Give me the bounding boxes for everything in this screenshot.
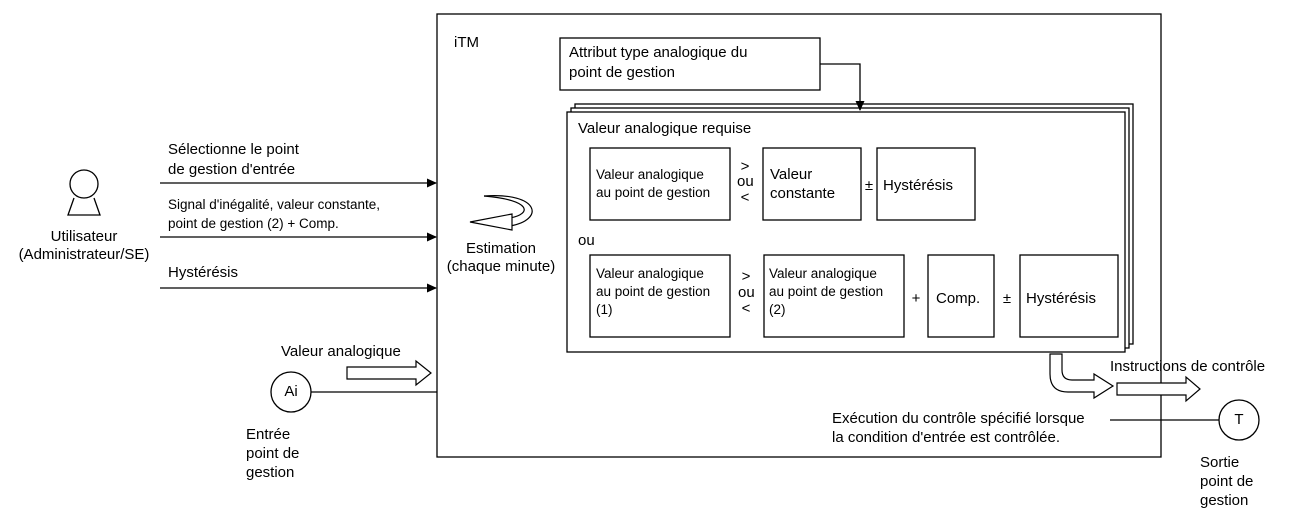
signal-label-line1: Signal d'inégalité, valeur constante, (168, 197, 380, 212)
analog-value-label: Valeur analogique (281, 343, 401, 360)
attribute-box-line2: point de gestion (569, 64, 675, 81)
row2-middle-line3: (2) (769, 302, 786, 317)
attribute-arrow (820, 63, 865, 111)
signal-label-line2: point de gestion (2) + Comp. (168, 216, 339, 231)
row1-right-label: Hystérésis (883, 177, 954, 194)
row2-middle-line2: au point de gestion (769, 284, 884, 299)
ai-circle-label: Ai (284, 383, 298, 400)
output-point-line2: point de (1200, 473, 1254, 490)
analog-value-hollow-arrow (346, 359, 432, 387)
output-point-line1: Sortie (1200, 454, 1240, 471)
output-point-line3: gestion (1200, 492, 1249, 509)
row1-middle-line2: constante (770, 185, 836, 202)
between-rows-ou: ou (578, 232, 595, 249)
row2-ou: ou (738, 284, 755, 301)
estimation-cycle-icon (469, 195, 533, 231)
execution-line1: Exécution du contrôle spécifié lorsque (832, 410, 1085, 427)
row2-lt: < (741, 300, 751, 317)
input-point-line1: Entrée (246, 426, 291, 443)
row1-plus-minus: ± (864, 177, 874, 194)
input-point-line3: gestion (246, 464, 295, 481)
row2-middle-line1: Valeur analogique (769, 266, 877, 281)
required-value-card (566, 111, 1126, 353)
required-value-title: Valeur analogique requise (578, 120, 752, 137)
row2-plus-minus: ± (1002, 290, 1012, 307)
hysteresis-input-label: Hystérésis (168, 264, 239, 281)
row2-right-label: Hystérésis (1026, 290, 1097, 307)
row2-right-box (1019, 254, 1119, 338)
row1-gt: > (740, 158, 750, 175)
row2-left-line3: (1) (596, 302, 613, 317)
user-body-icon (67, 197, 101, 216)
row2-left-line2: au point de gestion (596, 284, 711, 299)
row1-ou: ou (737, 173, 754, 190)
user-label-line2: (Administrateur/SE) (18, 246, 150, 263)
user-label-line1: Utilisateur (50, 228, 118, 245)
t-circle-label: T (1234, 411, 1244, 428)
estimation-line2: (chaque minute) (446, 258, 556, 275)
execution-line2: la condition d'entrée est contrôlée. (832, 429, 1061, 446)
row2-comp-label: Comp. (936, 290, 981, 307)
output-hooked-arrow-icon (1049, 353, 1115, 400)
row2-gt: > (741, 268, 751, 285)
control-instructions-hollow-arrow (1116, 375, 1201, 403)
select-label-line1: Sélectionne le point (168, 141, 299, 158)
row2-left-line1: Valeur analogique (596, 266, 704, 281)
row1-right-box (876, 147, 976, 221)
row2-middle-box (763, 254, 905, 338)
row1-middle-box (762, 147, 862, 221)
row1-middle-line1: Valeur (770, 166, 813, 183)
input-point-line2: point de (246, 445, 300, 462)
row1-left-line2: au point de gestion (596, 185, 711, 200)
row2-left-box (589, 254, 731, 338)
row1-left-line1: Valeur analogique (596, 167, 704, 182)
select-label-line2: de gestion d'entrée (168, 161, 296, 178)
row2-comp-box (927, 254, 995, 338)
row1-left-box (589, 147, 731, 221)
row2-plus: + (911, 290, 921, 307)
attribute-box-line1: Attribut type analogique du (569, 44, 748, 61)
itm-label: iTM (454, 34, 479, 51)
row1-lt: < (740, 189, 750, 206)
control-instructions-label: Instructions de contrôle (1110, 358, 1266, 375)
estimation-line1: Estimation (465, 240, 537, 257)
attribute-box (559, 37, 821, 91)
user-head-icon (69, 169, 99, 199)
